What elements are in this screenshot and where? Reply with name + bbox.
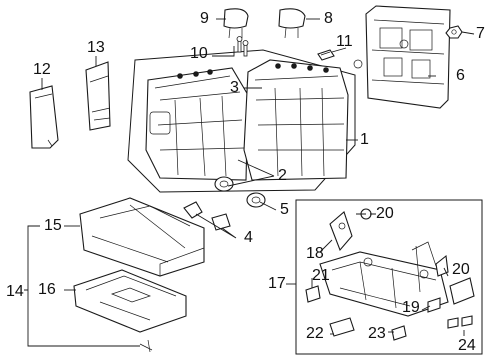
headrest-right bbox=[278, 8, 306, 39]
callout-20a: 20 bbox=[376, 205, 394, 222]
callout-22: 22 bbox=[306, 325, 324, 342]
callout-13: 13 bbox=[87, 39, 105, 56]
callout-8: 8 bbox=[324, 10, 333, 27]
headrest-left bbox=[223, 8, 249, 39]
callout-21: 21 bbox=[312, 267, 330, 284]
seat-track-assembly bbox=[319, 241, 475, 317]
callout-16: 16 bbox=[38, 281, 56, 298]
callout-6: 6 bbox=[456, 67, 465, 84]
callout-7: 7 bbox=[476, 25, 485, 42]
callout-5: 5 bbox=[280, 201, 289, 218]
side-trim-13 bbox=[85, 61, 111, 131]
callout-10: 10 bbox=[190, 45, 208, 62]
seat-cushion bbox=[79, 197, 205, 277]
callout-1: 1 bbox=[360, 131, 369, 148]
callout-14: 14 bbox=[6, 283, 24, 300]
right-seatback bbox=[243, 59, 349, 181]
side-bolster-12 bbox=[29, 85, 59, 149]
callout-15: 15 bbox=[44, 217, 62, 234]
left-seatback bbox=[145, 67, 249, 181]
nut bbox=[445, 25, 463, 39]
recliner-arm bbox=[329, 211, 353, 252]
wire bbox=[139, 339, 153, 353]
seatback-frame bbox=[353, 5, 451, 109]
seat-track-box bbox=[295, 199, 483, 355]
callout-18: 18 bbox=[306, 245, 324, 262]
callout-9: 9 bbox=[200, 10, 209, 27]
cushion-pad bbox=[73, 269, 187, 333]
callout-19: 19 bbox=[402, 299, 420, 316]
callout-11: 11 bbox=[336, 33, 353, 50]
callout-3: 3 bbox=[230, 79, 239, 96]
callout-17: 17 bbox=[268, 275, 286, 292]
callout-4: 4 bbox=[244, 229, 253, 246]
callout-23: 23 bbox=[368, 325, 386, 342]
leader-lines bbox=[24, 18, 475, 347]
headrest-guides bbox=[236, 36, 249, 57]
callout-24: 24 bbox=[458, 337, 476, 354]
clip bbox=[317, 49, 335, 61]
small-parts bbox=[305, 285, 473, 341]
callout-2: 2 bbox=[278, 167, 287, 184]
bezels bbox=[214, 176, 266, 208]
callout-20b: 20 bbox=[452, 261, 470, 278]
callout-12: 12 bbox=[33, 61, 51, 78]
